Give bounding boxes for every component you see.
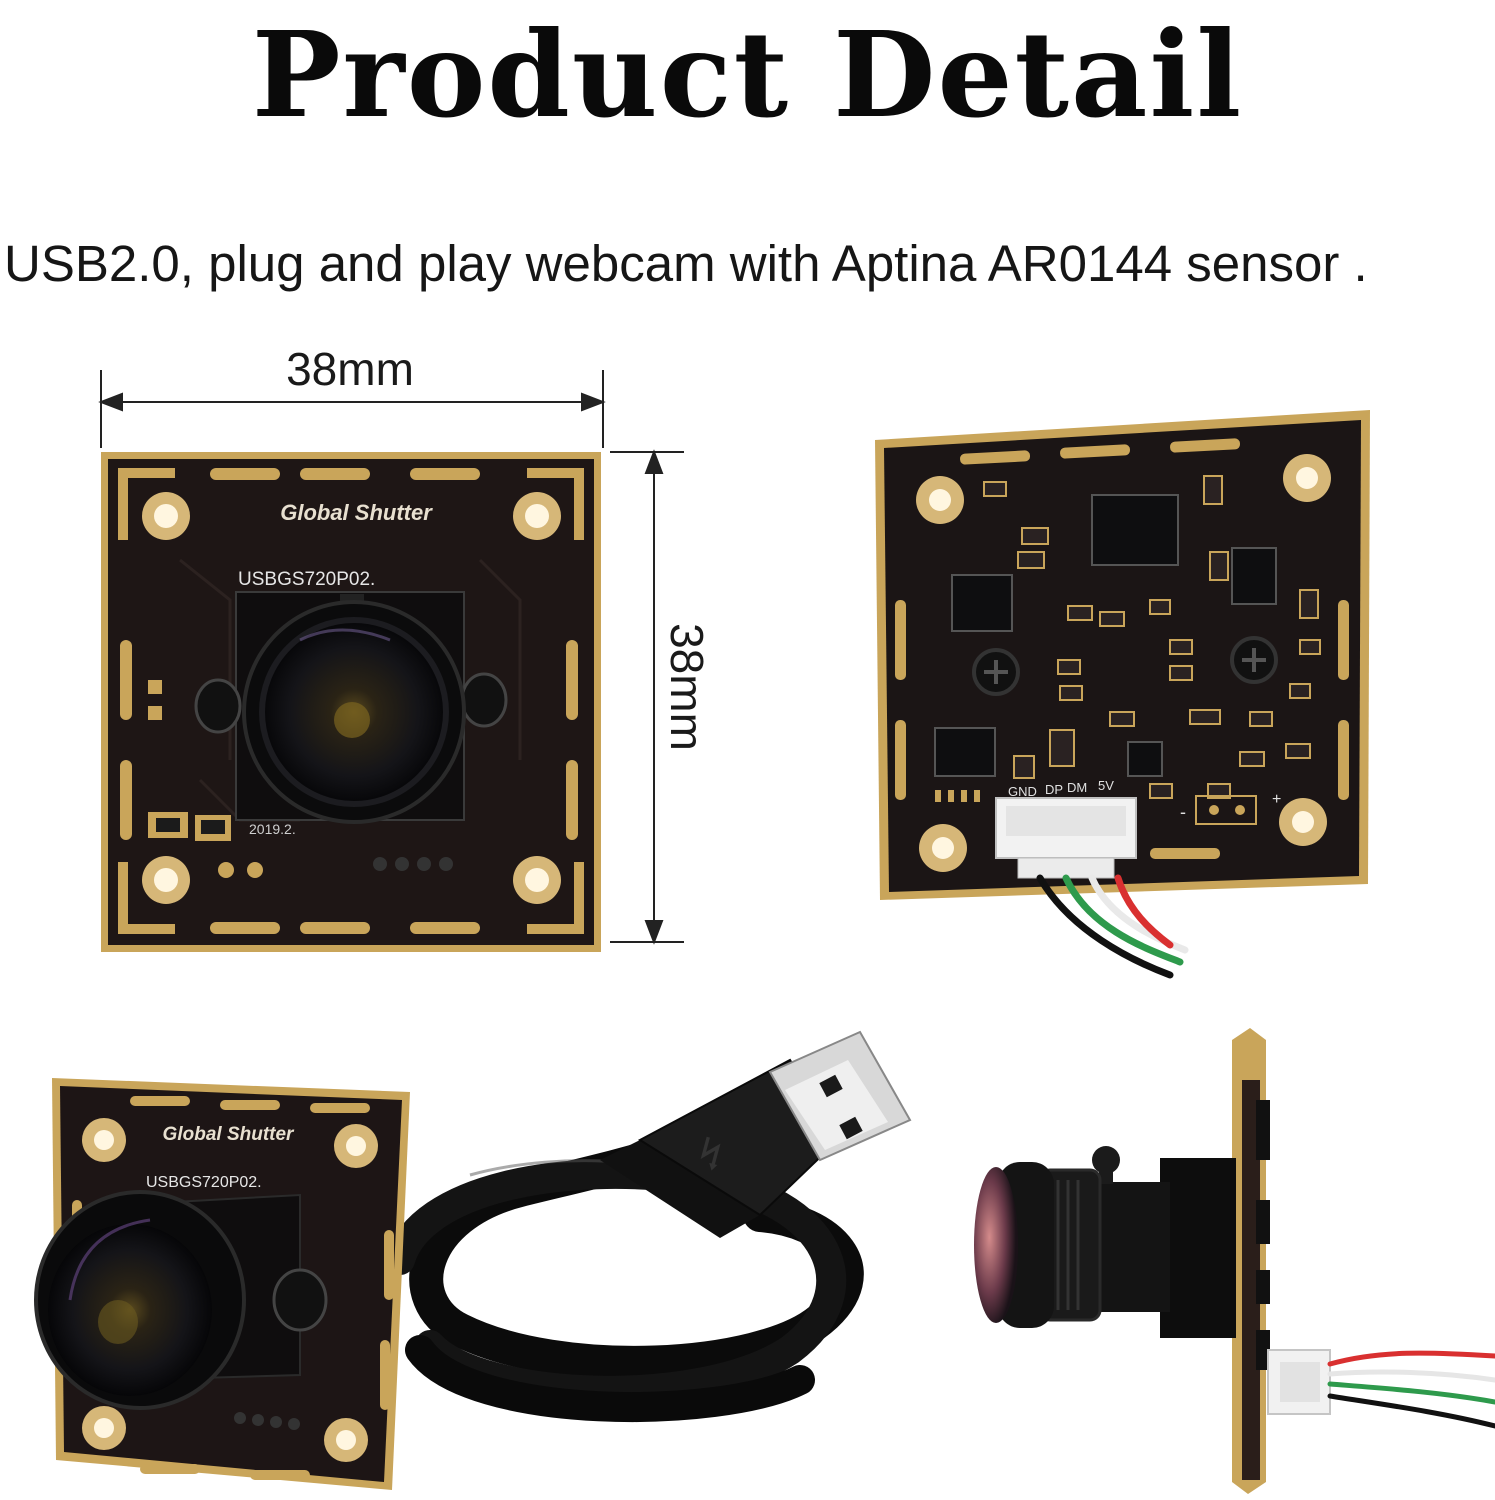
camera-board-back: GND DP DM 5V - +: [875, 410, 1370, 979]
lens-front: [242, 600, 466, 824]
pin-label-dp: DP: [1045, 782, 1063, 797]
model-text-angled: USBGS720P02.: [146, 1174, 262, 1191]
product-subtitle: USB2.0, plug and play webcam with Aptina…: [4, 235, 1368, 292]
polarity-plus: +: [1272, 791, 1281, 808]
pin-label-dm: DM: [1067, 780, 1087, 795]
width-dimension-label: 38mm: [286, 343, 414, 395]
page-title: Product Detail: [251, 5, 1244, 144]
usb-connector-back: [995, 797, 1137, 879]
date-text: 2019.2.: [249, 821, 296, 837]
polarity-minus: -: [1180, 802, 1186, 822]
camera-board-front: Global Shutter USBGS720P02. 2019.2.: [101, 452, 601, 952]
camera-board-side: [974, 1028, 1495, 1494]
model-text: USBGS720P02.: [238, 569, 375, 590]
lens-angled: [34, 1190, 246, 1410]
width-dimension-line: [98, 370, 606, 448]
brand-text-angled: Global Shutter: [163, 1124, 296, 1145]
height-dimension-line: [610, 449, 684, 945]
connector-side: [1267, 1349, 1331, 1415]
fisheye-lens-side: [974, 1162, 1102, 1328]
pin-label-5v: 5V: [1098, 778, 1114, 793]
camera-board-angled: Global Shutter USBGS720P02.: [34, 1078, 410, 1490]
brand-text: Global Shutter: [280, 500, 433, 525]
pin-label-gnd: GND: [1008, 784, 1037, 799]
usb-cable: ⭍: [385, 1030, 912, 1423]
